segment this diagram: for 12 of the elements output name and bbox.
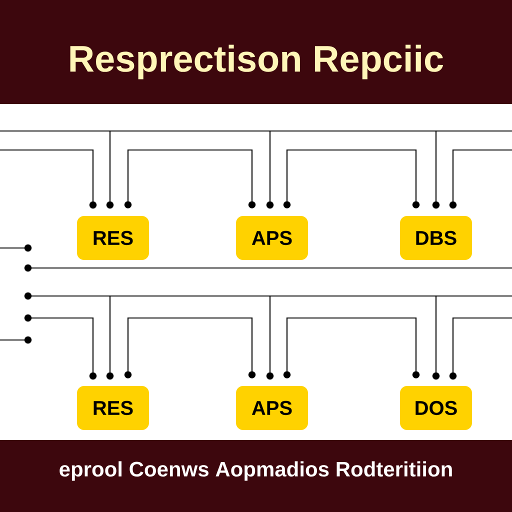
chip-box: RES — [77, 386, 149, 430]
chip-box: DBS — [400, 216, 472, 260]
wire — [283, 317, 420, 378]
wire — [124, 317, 256, 378]
title: Resprectison Repciic — [70, 44, 444, 80]
caption: eprool Coenws Aopmadios Rodteritiion — [60, 461, 452, 481]
chip-box: APS — [236, 386, 308, 430]
chip-box: DOS — [400, 386, 472, 430]
wire — [283, 149, 420, 208]
wire — [124, 149, 256, 208]
chip-box: RES — [77, 216, 149, 260]
chip-box: APS — [236, 216, 308, 260]
